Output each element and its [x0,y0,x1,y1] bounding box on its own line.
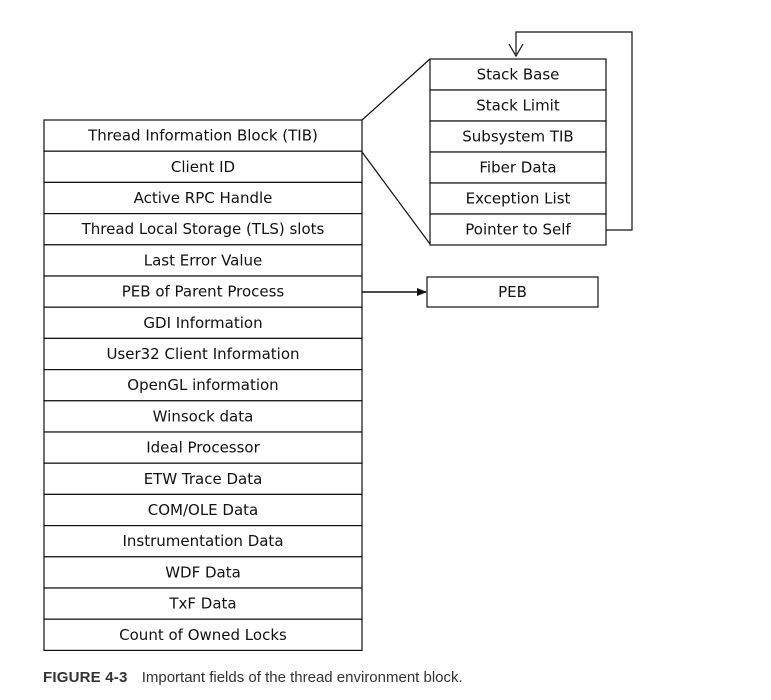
teb-field-box [43,181,363,215]
teb-field-label: Thread Information Block (TIB) [87,127,318,145]
teb-field-box [43,337,363,371]
teb-field-label: Ideal Processor [146,439,260,457]
tib-field-box [429,89,607,122]
figure-caption: FIGURE 4-3 Important fields of the threa… [43,669,463,686]
self-pointer-loop [515,31,633,231]
teb-field-label: WDF Data [165,563,241,581]
tib-field-label: Fiber Data [479,159,556,177]
self-pointer-arrowhead [508,43,524,58]
teb-field-label: GDI Information [143,314,262,332]
tib-field-box [429,182,607,215]
tib-field-box [429,120,607,153]
teb-field-label: Instrumentation Data [122,532,283,550]
tib-field-box [429,151,607,184]
tib-field-label: Exception List [466,190,571,208]
teb-field-label: Thread Local Storage (TLS) slots [81,220,325,238]
tib-field-box [429,213,607,246]
teb-field-box [43,213,363,246]
teb-field-label: User32 Client Information [106,345,299,363]
peb-label: PEB [498,283,527,301]
teb-field-label: Winsock data [153,407,254,425]
teb-field-box [43,400,363,433]
teb-field-box [43,275,363,308]
teb-field-box [43,119,363,152]
teb-field-label: Active RPC Handle [134,189,273,207]
teb-field-label: PEB of Parent Process [122,283,285,301]
teb-diagram: Thread Information Block (TIB) Client ID A… [43,31,633,652]
tib-expansion-line-top [361,58,431,121]
teb-field-box [43,587,363,620]
teb-field-label: Client ID [171,158,235,176]
peb-structure: PEB [426,276,599,308]
tib-field-label: Stack Base [477,66,560,84]
teb-field-label: COM/OLE Data [148,501,259,519]
teb-field-label: Count of Owned Locks [119,626,287,644]
teb-field-box [43,618,363,652]
tib-field-label: Subsystem TIB [462,128,573,146]
teb-field-label: TxF Data [168,595,236,613]
connector-lines [361,31,633,296]
tib-field-label: Pointer to Self [465,221,571,239]
teb-field-box [43,462,363,496]
figure-caption-text: Important fields of the thread environme… [141,669,463,686]
tib-field-box [429,58,607,91]
teb-field-label: OpenGL information [127,376,278,394]
teb-field-box [43,431,363,464]
tib-field-label: Stack Limit [476,97,560,115]
tib-expansion-line-bottom [361,151,431,245]
teb-structure: Thread Information Block (TIB) Client ID A… [43,119,363,652]
peb-box [426,276,599,308]
teb-field-label: ETW Trace Data [144,470,263,488]
teb-field-box [43,150,363,183]
figure-number: FIGURE 4-3 [43,669,128,686]
teb-field-label: Last Error Value [144,251,263,269]
teb-field-box [43,524,363,558]
